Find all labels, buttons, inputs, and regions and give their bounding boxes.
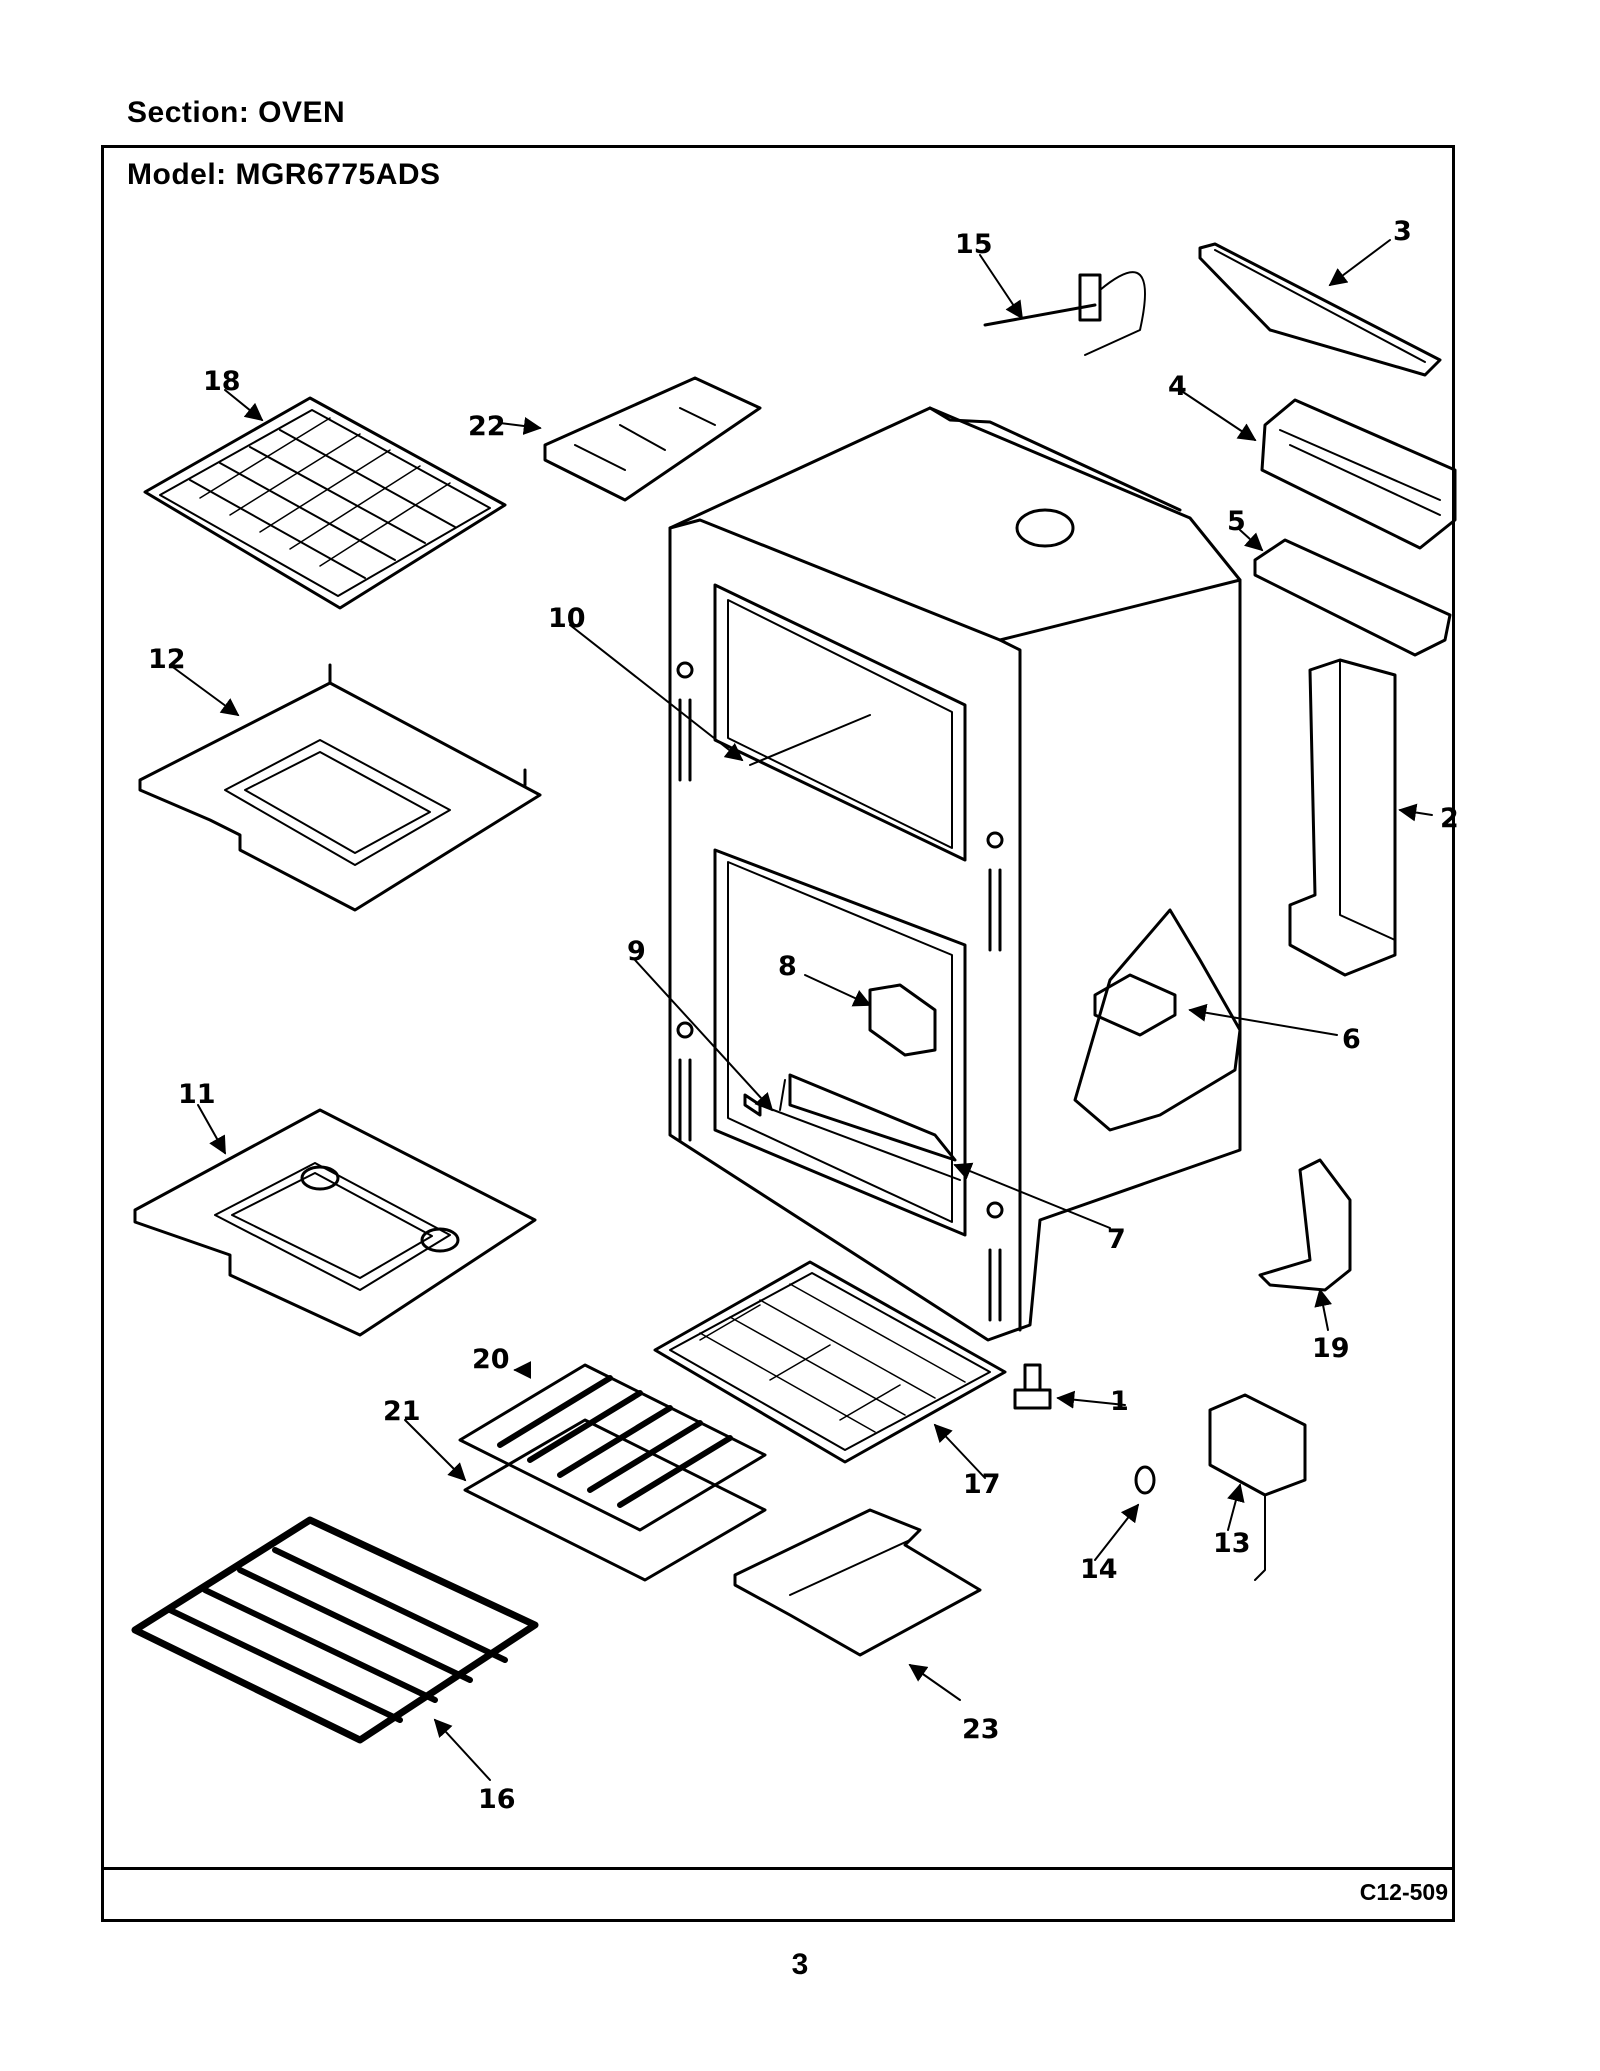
- part-7-burner: [788, 1073, 957, 1162]
- callout-18: 18: [203, 366, 241, 397]
- part-21-broiler-pan: [463, 1418, 767, 1582]
- part-12-bake-element: [138, 663, 542, 912]
- callout-20: 20: [472, 1344, 510, 1375]
- callout-22: 22: [468, 411, 506, 442]
- callout-12: 12: [148, 644, 186, 675]
- part-6-control-box: [1093, 973, 1177, 1037]
- callout-16: 16: [478, 1784, 516, 1815]
- part-20-broiler-pan-insert: [458, 1363, 767, 1532]
- callout-10: 10: [548, 603, 586, 634]
- callout-8: 8: [778, 951, 797, 982]
- callout-2: 2: [1440, 803, 1459, 834]
- page-number: 3: [791, 1948, 809, 1981]
- callout-numbers: 1 2 3 4 5 6 7 8 9 10 11 12 13 14 15 16 1…: [148, 216, 1459, 1815]
- part-14-light-bulb: [1134, 1465, 1156, 1495]
- part-16-grate: [131, 1516, 539, 1744]
- callout-4: 4: [1168, 371, 1187, 402]
- callout-11: 11: [178, 1079, 216, 1110]
- part-9-igniter: [743, 1093, 762, 1117]
- part-1-leveling-leg: [1013, 1363, 1052, 1410]
- callout-19: 19: [1312, 1333, 1350, 1364]
- callout-7: 7: [1107, 1224, 1126, 1255]
- diagram-frame: [101, 145, 1455, 1922]
- callout-17: 17: [963, 1469, 1001, 1500]
- part-23-shield: [733, 1508, 982, 1657]
- callout-14: 14: [1080, 1554, 1118, 1585]
- callout-5: 5: [1227, 506, 1246, 537]
- part-13-light-switch: [1208, 1393, 1307, 1581]
- callout-leaders: [169, 239, 1433, 1781]
- part-4-vent-channel: [1260, 398, 1457, 550]
- part-11-lower-element: [133, 1108, 537, 1337]
- callout-23: 23: [962, 1714, 1000, 1745]
- part-19-anti-tip-bracket: [1258, 1158, 1352, 1292]
- part-3-vent-duct: [1198, 242, 1442, 377]
- callout-21: 21: [383, 1396, 421, 1427]
- callout-9: 9: [627, 936, 646, 967]
- part-22-heat-deflector: [543, 376, 762, 502]
- section-title: Section: OVEN: [127, 96, 346, 129]
- part-17-oven-rack: [653, 1260, 1007, 1464]
- part-15-probe: [983, 271, 1146, 356]
- part-8-bracket: [868, 983, 937, 1057]
- callout-13: 13: [1213, 1528, 1251, 1559]
- callout-15: 15: [955, 229, 993, 260]
- part-5-bracket: [1253, 538, 1452, 657]
- footer-divider: [101, 1867, 1455, 1870]
- part-18-broiler-rack: [143, 396, 507, 610]
- callout-3: 3: [1393, 216, 1412, 247]
- callout-6: 6: [1342, 1024, 1361, 1055]
- part-2-side-channel: [1288, 658, 1397, 977]
- diagram-code: C12-509: [1359, 1879, 1448, 1905]
- oven-cavity: [668, 406, 1242, 1342]
- callout-1: 1: [1110, 1386, 1129, 1417]
- model-title: Model: MGR6775ADS: [127, 158, 441, 191]
